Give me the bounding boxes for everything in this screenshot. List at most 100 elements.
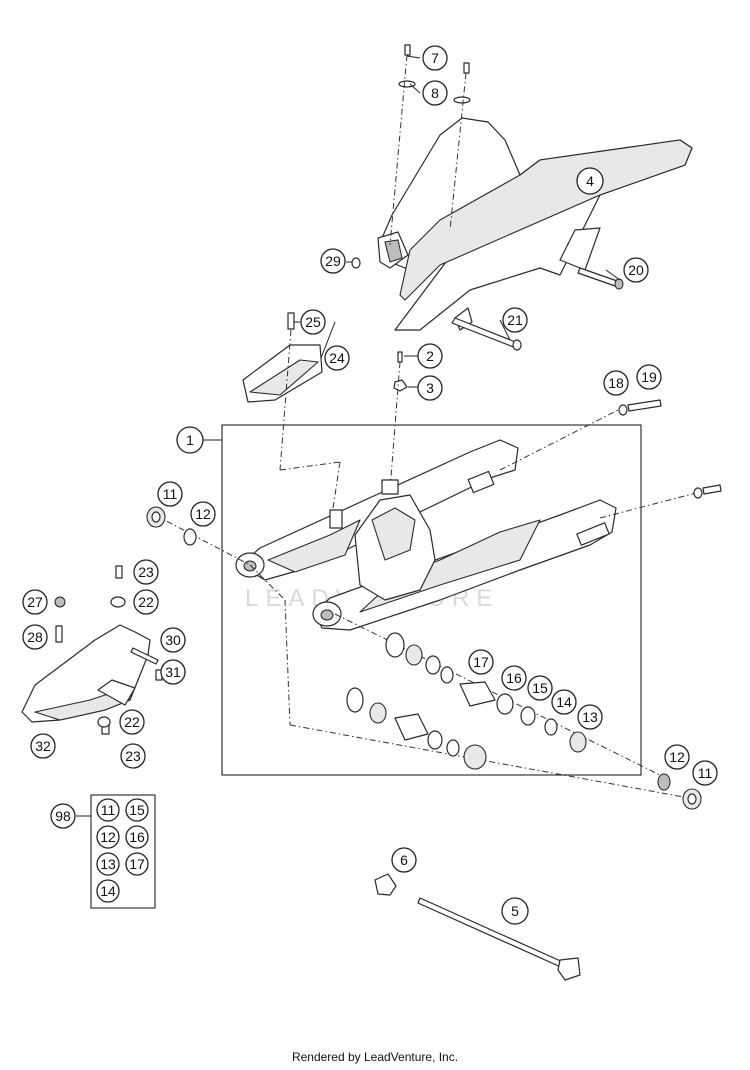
callout-24[interactable]: 24 <box>324 345 350 371</box>
svg-text:23: 23 <box>138 564 154 580</box>
callout-98[interactable]: 98 <box>50 803 76 829</box>
callout-11-left[interactable]: 11 <box>157 481 183 507</box>
svg-text:14: 14 <box>100 883 116 899</box>
kit-98-box <box>90 794 156 909</box>
nut-3 <box>393 379 408 392</box>
callout-29[interactable]: 29 <box>320 248 346 274</box>
bearing-stack-lower <box>346 687 487 770</box>
kit-98-item-11[interactable]: 11 <box>96 798 120 822</box>
callout-27[interactable]: 27 <box>22 589 48 615</box>
callout-23-bottom[interactable]: 23 <box>120 743 146 769</box>
svg-text:4: 4 <box>586 173 594 189</box>
callout-25[interactable]: 25 <box>300 309 326 335</box>
bolt-21 <box>451 317 522 351</box>
svg-text:15: 15 <box>532 680 548 696</box>
bushing-12-left <box>183 528 197 546</box>
svg-text:18: 18 <box>608 375 624 391</box>
screw-8 <box>453 62 471 104</box>
screw-23-top <box>115 565 123 579</box>
callout-16[interactable]: 16 <box>501 665 527 691</box>
callout-8[interactable]: 8 <box>422 80 448 106</box>
svg-text:17: 17 <box>129 856 145 872</box>
svg-text:20: 20 <box>628 262 644 278</box>
pin-30 <box>130 647 159 665</box>
callout-15[interactable]: 15 <box>527 675 553 701</box>
washer-29 <box>351 257 361 269</box>
bolt-18-19 <box>618 399 662 416</box>
kit-98-item-17[interactable]: 17 <box>125 852 149 876</box>
svg-text:30: 30 <box>165 632 181 648</box>
svg-text:6: 6 <box>400 852 408 868</box>
screw-2 <box>397 351 403 363</box>
callout-28[interactable]: 28 <box>22 624 48 650</box>
nut-27 <box>54 596 66 608</box>
callout-21[interactable]: 21 <box>502 307 528 333</box>
svg-text:12: 12 <box>100 829 116 845</box>
callout-2[interactable]: 2 <box>417 343 443 369</box>
callout-19[interactable]: 19 <box>636 364 662 390</box>
svg-text:13: 13 <box>582 709 598 725</box>
callout-18[interactable]: 18 <box>603 370 629 396</box>
svg-text:29: 29 <box>325 253 341 269</box>
svg-text:31: 31 <box>165 664 181 680</box>
callout-32[interactable]: 32 <box>30 733 56 759</box>
axle-5 <box>417 897 581 981</box>
callout-5[interactable]: 5 <box>501 897 529 925</box>
nut-6 <box>374 873 397 896</box>
svg-text:27: 27 <box>27 594 43 610</box>
svg-text:12: 12 <box>669 749 685 765</box>
kit-98-item-13[interactable]: 13 <box>96 852 120 876</box>
callout-30[interactable]: 30 <box>160 627 186 653</box>
pin-28 <box>55 625 63 643</box>
kit-98-item-14[interactable]: 14 <box>96 879 120 903</box>
svg-text:15: 15 <box>129 802 145 818</box>
callout-1[interactable]: 1 <box>176 426 204 454</box>
svg-text:11: 11 <box>698 765 713 781</box>
svg-text:25: 25 <box>305 314 321 330</box>
callout-23-top[interactable]: 23 <box>133 559 159 585</box>
callout-31[interactable]: 31 <box>160 659 186 685</box>
bushing-12-right <box>657 773 671 791</box>
washer-11-right <box>682 788 702 810</box>
callout-22-bottom[interactable]: 22 <box>119 709 145 735</box>
svg-text:98: 98 <box>55 808 71 824</box>
svg-text:11: 11 <box>101 802 116 818</box>
svg-text:16: 16 <box>129 829 145 845</box>
callout-13[interactable]: 13 <box>577 704 603 730</box>
callout-3[interactable]: 3 <box>417 375 443 401</box>
callout-11-right[interactable]: 11 <box>692 760 718 786</box>
svg-text:2: 2 <box>426 348 434 364</box>
callout-14[interactable]: 14 <box>551 689 577 715</box>
kit-98-item-16[interactable]: 16 <box>125 825 149 849</box>
bolt-20 <box>577 267 624 290</box>
svg-text:19: 19 <box>641 369 657 385</box>
swingarm-1 <box>235 439 617 631</box>
bearing-stack-upper <box>385 632 587 753</box>
callout-12-left[interactable]: 12 <box>190 501 216 527</box>
callout-12-right[interactable]: 12 <box>664 744 690 770</box>
svg-text:3: 3 <box>426 380 434 396</box>
chain-guard <box>377 117 693 331</box>
callout-17[interactable]: 17 <box>468 649 494 675</box>
svg-text:22: 22 <box>138 594 154 610</box>
kit-98-item-15[interactable]: 15 <box>125 798 149 822</box>
callout-6[interactable]: 6 <box>391 847 417 873</box>
svg-text:17: 17 <box>473 654 489 670</box>
svg-text:11: 11 <box>163 486 178 502</box>
svg-text:24: 24 <box>329 350 345 366</box>
svg-text:23: 23 <box>125 748 141 764</box>
svg-text:16: 16 <box>506 670 522 686</box>
nut-22-bottom <box>97 716 111 728</box>
svg-text:22: 22 <box>124 714 140 730</box>
svg-text:13: 13 <box>100 856 116 872</box>
callout-20[interactable]: 20 <box>623 257 649 283</box>
svg-text:32: 32 <box>35 738 51 754</box>
callout-7[interactable]: 7 <box>422 45 448 71</box>
kit-98-item-12[interactable]: 12 <box>96 825 120 849</box>
nut-22-top <box>110 596 126 608</box>
svg-text:12: 12 <box>195 506 211 522</box>
callout-22-top[interactable]: 22 <box>133 589 159 615</box>
screw-7 <box>398 44 416 88</box>
callout-4[interactable]: 4 <box>576 167 604 195</box>
